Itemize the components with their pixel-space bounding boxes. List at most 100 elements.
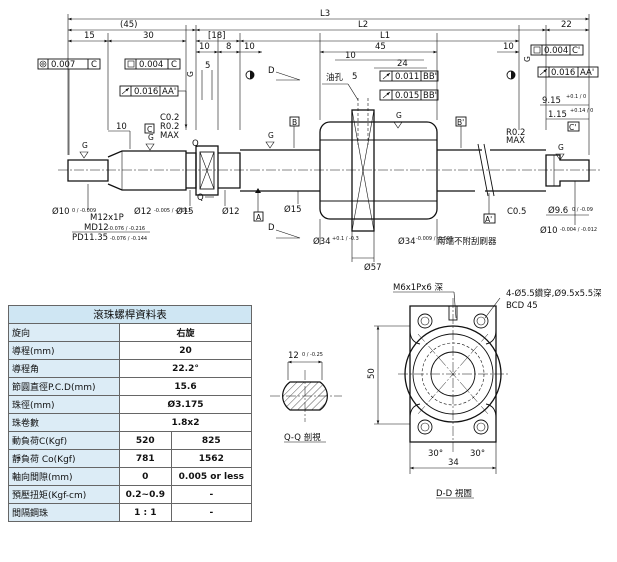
table-row: 旋向 右旋 — [8, 323, 252, 342]
row-value-1: 0 — [119, 467, 172, 486]
table-row: 珠卷數 1.8x2 — [8, 413, 252, 432]
g-mark-5: G — [558, 143, 564, 152]
dia-md12: MD12 — [84, 223, 109, 233]
dim-45: 45 — [375, 42, 386, 52]
right-tolerances: 0.004 C' G 0.016 AA' 9.15 +0.1 / 0 1.15 … — [523, 44, 599, 120]
row-value: 15.6 — [119, 377, 252, 396]
row-value-2: 825 — [170, 431, 253, 450]
row-value: 1.8x2 — [119, 413, 252, 432]
g-mark-4: G — [396, 111, 402, 120]
row-label: 動負荷C(Kgf) — [8, 431, 120, 450]
dd-angle-right: 30° — [470, 449, 485, 459]
tol-right-runout-value: 0.016 — [551, 68, 575, 78]
label-c02: C0.2 — [160, 113, 179, 123]
section-qq: 12 0 / -0.25 Q-Q 剖視 — [270, 351, 342, 443]
datum-c-prime: C' — [569, 123, 576, 132]
g-mark-6: G — [186, 71, 195, 77]
dia-10-right-tol: -0.004 / -0.012 — [560, 227, 597, 233]
dim-l2: L2 — [358, 20, 368, 30]
d-mark-bottom: D — [268, 223, 275, 233]
dia-34a: Ø34 — [313, 236, 331, 247]
g-mark-7: G — [523, 56, 532, 62]
dia-10-left: Ø10 — [52, 206, 70, 217]
row-label: 靜負荷 Co(Kgf) — [8, 449, 120, 468]
label-both-ends: 兩端不附刮刷器 — [437, 236, 497, 247]
row-value: Ø3.175 — [119, 395, 252, 414]
dim-10e: 10 — [116, 122, 127, 132]
dd-height: 50 — [367, 368, 377, 379]
dia-34b: Ø34 — [398, 236, 416, 247]
tol-flat-ref: C — [171, 60, 177, 70]
dia-10-left-tol: 0 / -0.009 — [72, 208, 96, 214]
dim-15: 15 — [84, 31, 95, 41]
spec-table: 滾珠螺桿資料表 旋向 右旋 導程(mm) 20 導程角 22.2° 節圓直徑P.… — [8, 305, 253, 522]
dim-l3: L3 — [320, 9, 330, 19]
dim-45-paren: (45) — [120, 20, 137, 30]
label-max: MAX — [160, 131, 179, 141]
dim-10c: 10 — [503, 42, 514, 52]
row-value: 20 — [119, 341, 252, 360]
table-row: 珠徑(mm) Ø3.175 — [8, 395, 252, 414]
row-label: 軸向間隙(mm) — [8, 467, 120, 486]
qq-caption: Q-Q 剖視 — [284, 432, 321, 443]
dia-pd1135: PD11.35 — [72, 233, 108, 243]
datum-c: C — [147, 125, 152, 134]
dim-24: 24 — [397, 59, 408, 69]
row-value-2: - — [170, 503, 253, 522]
dim-8: 8 — [226, 42, 231, 52]
dia-pd1135-tol: -0.076 / -0.144 — [110, 236, 147, 242]
left-tolerances: 0.007 C 0.004 C 0.016 AA' — [37, 58, 188, 155]
dia-12-tol: -0.005 / -0.011 — [154, 208, 191, 214]
dim-5a: 5 — [205, 61, 210, 71]
table-row: 靜負荷 Co(Kgf) 781 1562 — [8, 449, 253, 468]
table-row: 間隔鋼珠 1 : 1 - — [8, 503, 253, 522]
section-dd: M6x1Px6 深 4-Ø5.5鑽穿,Ø9.5x5.5深 BCD 45 50 — [367, 283, 602, 499]
g-mark-2: G — [148, 133, 154, 142]
row-value-2: 1562 — [170, 449, 253, 468]
tol-left-value: 0.007 — [51, 60, 75, 70]
nut-tolerances: 10 24 5 油孔 0.011 BB' 0.015 BB' — [322, 51, 439, 101]
dim-22: 22 — [561, 20, 572, 30]
row-label: 節圓直徑P.C.D(mm) — [8, 377, 120, 396]
dim-915-tol: +0.1 / 0 — [566, 94, 586, 100]
g-mark-3: G — [268, 131, 274, 140]
dim-5b: 5 — [352, 72, 357, 82]
dia-12: Ø12 — [134, 206, 152, 217]
q-mark-top: Q — [192, 139, 199, 149]
dia-15a: Ø15 — [176, 206, 194, 217]
tol-right-flat-ref: C' — [572, 46, 580, 56]
top-dimensions: L3 (45) L2 22 15 30 [18] L1 10 8 10 45 1… — [67, 9, 590, 155]
datum-b-prime: B' — [457, 118, 464, 127]
dim-30: 30 — [143, 31, 154, 41]
row-label: 導程角 — [8, 359, 120, 378]
dia-96-tol: 0 / -0.09 — [572, 207, 593, 213]
dim-115: 1.15 — [548, 110, 567, 120]
dd-angle-left: 30° — [428, 449, 443, 459]
dim-10b: 10 — [244, 42, 255, 52]
qq-width-tol: 0 / -0.25 — [302, 352, 323, 358]
dia-34a-tol: +0.1 / -0.3 — [332, 236, 359, 242]
table-row: 導程(mm) 20 — [8, 341, 252, 360]
qq-width: 12 — [288, 351, 299, 361]
tol-right-runout-ref: AA' — [580, 68, 594, 78]
bottom-diameters: Ø10 0 / -0.009 M12x1P MD12 -0.076 / -0.2… — [52, 181, 597, 273]
tol-runout-value: 0.016 — [134, 87, 158, 97]
row-label: 珠徑(mm) — [8, 395, 120, 414]
row-value: 右旋 — [119, 323, 252, 342]
label-oil-hole: 油孔 — [326, 72, 344, 83]
q-mark-bottom: Q — [197, 193, 204, 203]
tol-right-flat-value: 0.004 — [544, 46, 568, 56]
spec-table-title-row: 滾珠螺桿資料表 — [8, 305, 252, 324]
label-max-right: MAX — [506, 136, 525, 146]
dd-bcd: BCD 45 — [506, 301, 538, 311]
tol-left-ref: C — [91, 60, 97, 70]
screw-shaft: G G G G G C B B' A A' C' C0.2 R0.2 MAX 1… — [58, 61, 600, 239]
dim-l1: L1 — [380, 31, 390, 41]
label-r02-right: R0.2 — [506, 128, 525, 138]
dd-holes: 4-Ø5.5鑽穿,Ø9.5x5.5深 — [506, 288, 602, 299]
table-row: 動負荷C(Kgf) 520 825 — [8, 431, 253, 450]
row-value-2: 0.005 or less — [170, 467, 253, 486]
tol-flat-value: 0.004 — [139, 60, 163, 70]
tol-nut-011-ref: BB' — [423, 72, 437, 82]
